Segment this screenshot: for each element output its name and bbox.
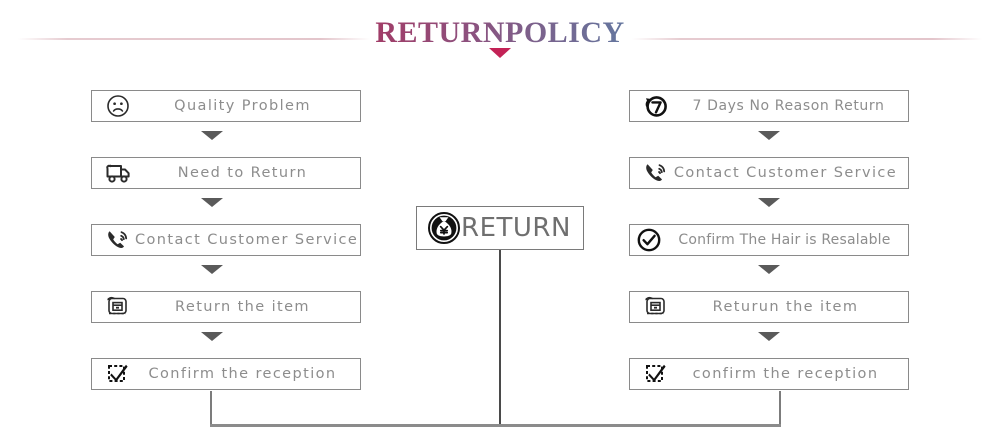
return-center-node[interactable]: RETURN <box>416 206 584 250</box>
return-package-icon <box>101 294 135 320</box>
left-step-5-label: Confirm the reception <box>148 366 337 382</box>
left-arrow-4-icon <box>201 332 223 341</box>
title-caret-icon <box>489 48 511 58</box>
right-step-2-label: Contact Customer Service <box>673 165 898 181</box>
connector-bottom-horizontal <box>210 424 781 427</box>
right-step-3[interactable]: Confirm The Hair is Resalable <box>629 224 909 256</box>
page-title: RETURNPOLICY <box>0 16 1000 50</box>
connector-left-vertical <box>210 391 212 425</box>
header: RETURNPOLICY <box>0 0 1000 72</box>
connector-center-vertical <box>499 250 501 425</box>
right-step-1[interactable]: 7 Days No Reason Return <box>629 90 909 122</box>
checkbox-check-icon <box>101 361 135 387</box>
connector-right-vertical <box>779 391 781 425</box>
right-step-4[interactable]: Returun the item <box>629 291 909 323</box>
left-step-3-label: Contact Customer Service <box>135 232 359 248</box>
left-arrow-3-icon <box>201 265 223 274</box>
left-arrow-2-icon <box>201 198 223 207</box>
right-step-1-label: 7 Days No Reason Return <box>692 98 885 114</box>
left-step-4[interactable]: Return the item <box>91 291 361 323</box>
right-arrow-2-icon <box>758 198 780 207</box>
left-arrow-1-icon <box>201 131 223 140</box>
phone-call-icon <box>639 160 673 186</box>
left-step-2[interactable]: Need to Return <box>91 157 361 189</box>
left-step-1[interactable]: Quality Problem <box>91 90 361 122</box>
left-step-5[interactable]: Confirm the reception <box>91 358 361 390</box>
page-title-part2: POLICY <box>505 16 625 49</box>
checkbox-check-icon <box>639 361 673 387</box>
left-step-3[interactable]: Contact Customer Service <box>91 224 361 256</box>
return-center-label: RETURN <box>461 213 571 243</box>
header-rule-right <box>632 38 982 40</box>
right-arrow-4-icon <box>758 332 780 341</box>
money-bag-icon <box>425 209 463 247</box>
right-step-5-label: confirm the reception <box>692 366 879 382</box>
right-step-4-label: Returun the item <box>712 299 859 315</box>
seven-day-return-icon <box>639 93 673 119</box>
right-arrow-3-icon <box>758 265 780 274</box>
left-step-4-label: Return the item <box>175 299 310 315</box>
check-circle-icon <box>635 227 663 253</box>
sad-face-icon <box>101 93 135 119</box>
return-truck-icon <box>101 160 135 186</box>
return-package-icon <box>639 294 673 320</box>
right-step-5[interactable]: confirm the reception <box>629 358 909 390</box>
right-arrow-1-icon <box>758 131 780 140</box>
left-step-2-label: Need to Return <box>177 165 308 181</box>
phone-call-icon <box>101 227 135 253</box>
right-step-2[interactable]: Contact Customer Service <box>629 157 909 189</box>
right-step-3-label: Confirm The Hair is Resalable <box>678 232 891 248</box>
left-step-1-label: Quality Problem <box>174 98 311 114</box>
page-title-part1: RETURN <box>375 16 505 49</box>
header-rule-left <box>18 38 370 40</box>
